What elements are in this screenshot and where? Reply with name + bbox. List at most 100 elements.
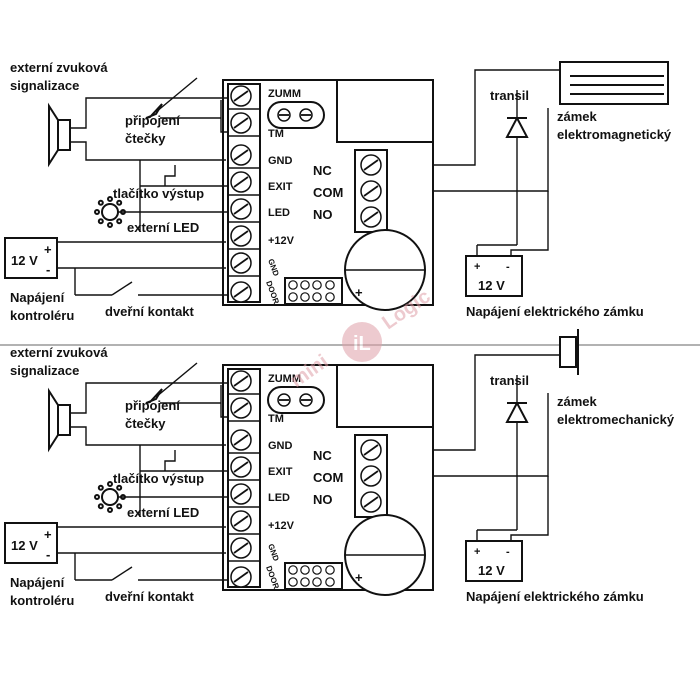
- relay-terminal-slot: [363, 496, 379, 508]
- terminal-label: LED: [268, 207, 290, 219]
- terminal-label: GND: [268, 155, 293, 167]
- capacitor-polarity-mark: +: [355, 570, 363, 585]
- controller-psu: [4, 522, 58, 564]
- diagram-section-top: ZUMMTMGNDEXITLED+12VGNDDOORNCCOMNO+exter…: [4, 60, 672, 323]
- relay-label-com: COM: [313, 185, 343, 200]
- buzzer-jumper: [267, 386, 325, 414]
- wire-siren-gnd: [70, 426, 226, 446]
- terminal-screw-slot: [233, 257, 249, 269]
- transil-label: transil: [490, 373, 529, 388]
- header-pin: [300, 565, 310, 575]
- header-pin: [288, 565, 298, 575]
- lock-psu-caption: Napájení elektrického zámku: [466, 304, 644, 319]
- controller-psu-voltage: 12 V: [11, 538, 38, 553]
- led-glow-dot: [116, 503, 123, 510]
- led-glow-dot: [94, 209, 100, 215]
- relay-terminal-slot: [363, 444, 379, 456]
- controller-psu-voltage: 12 V: [11, 253, 38, 268]
- terminal-label: +12V: [268, 520, 295, 532]
- lock-label: elektromagnetický: [557, 127, 672, 142]
- lock-psu: [465, 255, 523, 297]
- external-led: [101, 203, 119, 221]
- lock-psu-minus-mark: -: [506, 261, 510, 273]
- relay-block: [336, 79, 434, 143]
- lock-psu-minus-mark: -: [506, 546, 510, 558]
- controller-psu-label: kontroléru: [10, 308, 74, 323]
- terminal-screw-slot: [233, 571, 249, 583]
- lock-psu-voltage: 12 V: [478, 563, 505, 578]
- electromagnetic-lock: [559, 61, 669, 105]
- lock-psu-caption: Napájení elektrického zámku: [466, 589, 644, 604]
- reader-label: čtečky: [125, 416, 166, 431]
- header-pin: [288, 292, 298, 302]
- wire-relay-com: [433, 108, 549, 192]
- external-led-label: externí LED: [127, 505, 199, 520]
- psu-minus-mark: -: [46, 262, 50, 277]
- header-pin: [312, 565, 322, 575]
- transil-diode: [505, 115, 529, 138]
- relay-label-nc: NC: [313, 163, 332, 178]
- relay-terminal-slot: [363, 211, 379, 223]
- exit-button-label: tlačítko výstup: [113, 471, 204, 486]
- reader-arrowhead: [145, 103, 163, 119]
- led-glow-dot: [94, 494, 100, 500]
- siren-label: signalizace: [10, 363, 79, 378]
- terminal-screw-slot: [233, 402, 249, 414]
- wire-siren-zumm: [70, 97, 228, 129]
- terminal-label: EXIT: [268, 181, 293, 193]
- led-glow-dot: [107, 222, 113, 228]
- header-pin: [325, 577, 335, 587]
- terminal-screw-slot: [233, 176, 249, 188]
- relay-label-nc: NC: [313, 448, 332, 463]
- led-glow-dot: [107, 481, 113, 487]
- speaker-body: [57, 404, 71, 436]
- speaker-body: [57, 119, 71, 151]
- header-pin: [312, 280, 322, 290]
- speaker-cone: [48, 387, 59, 453]
- header-pin: [300, 292, 310, 302]
- led-glow-dot: [116, 218, 123, 225]
- capacitor-polarity-mark: +: [355, 285, 363, 300]
- transil-label: transil: [490, 88, 529, 103]
- button-switch: [164, 450, 176, 471]
- terminal-label: +12V: [268, 235, 295, 247]
- watermark-text: iL: [353, 333, 371, 355]
- reader-label: připojení: [125, 113, 180, 128]
- led-glow-dot: [97, 199, 104, 206]
- lock-psu: [465, 540, 523, 582]
- lock-label: zámek: [557, 394, 598, 409]
- terminal-label: TM: [268, 128, 284, 140]
- relay-label-no: NO: [313, 207, 333, 222]
- header-pin: [300, 577, 310, 587]
- terminal-label: LED: [268, 492, 290, 504]
- door-contact-label: dveřní kontakt: [105, 589, 195, 604]
- header-pin: [325, 565, 335, 575]
- wire-lock-psu-minus: [510, 476, 549, 541]
- terminal-screw-slot: [233, 434, 249, 446]
- controller-psu: [4, 237, 58, 279]
- relay-terminal-slot: [363, 185, 379, 197]
- diagram-section-bottom: ZUMMTMGNDEXITLED+12VGNDDOORNCCOMNO+exter…: [4, 329, 675, 608]
- wire-lock-psu-minus: [510, 191, 549, 256]
- header-pin: [312, 577, 322, 587]
- terminal-screw-slot: [233, 461, 249, 473]
- door-contact-switch: [111, 566, 133, 581]
- terminal-label: GND: [268, 440, 293, 452]
- transil-diode: [505, 400, 529, 423]
- terminal-screw-slot: [233, 90, 249, 102]
- lock-label: elektromechanický: [557, 412, 675, 427]
- watermark-badge: [342, 322, 382, 362]
- relay-block: [336, 364, 434, 428]
- header-pin: [312, 292, 322, 302]
- header-pin: [325, 292, 335, 302]
- terminal-screw-slot: [233, 515, 249, 527]
- led-glow-dot: [107, 196, 113, 202]
- terminal-label: ZUMM: [268, 88, 301, 100]
- siren-label: externí zvuková: [10, 345, 108, 360]
- psu-plus-mark: +: [44, 242, 52, 257]
- relay-label-com: COM: [313, 470, 343, 485]
- terminal-screw-slot: [233, 286, 249, 298]
- header-pin: [300, 280, 310, 290]
- led-glow-dot: [116, 484, 123, 491]
